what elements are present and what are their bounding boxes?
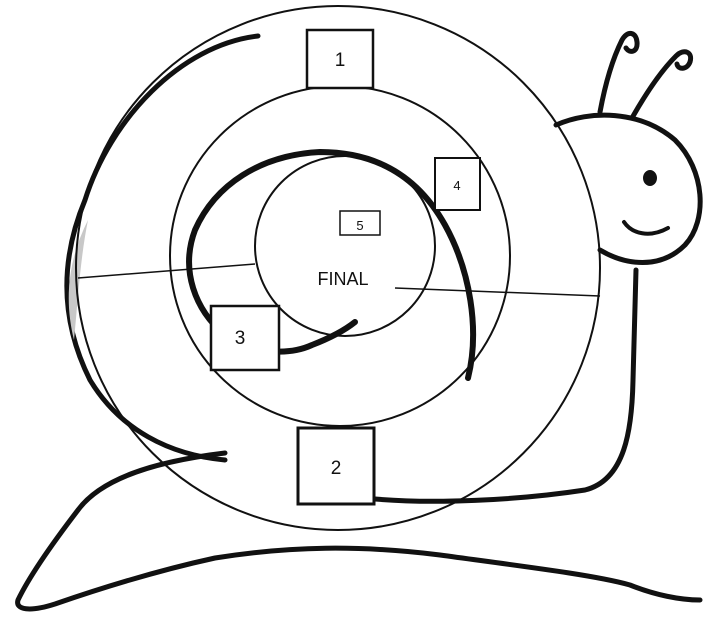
- box-1: 1: [307, 30, 373, 88]
- box-5: 5: [340, 211, 380, 235]
- snail-eye: [643, 170, 657, 186]
- box-5-label: 5: [356, 218, 363, 233]
- final-label: FINAL: [317, 269, 368, 289]
- box-3-label: 3: [235, 328, 246, 349]
- box-4: 4: [435, 158, 480, 210]
- box-2: 2: [298, 428, 374, 504]
- box-3: 3: [211, 306, 279, 370]
- box-2-label: 2: [331, 458, 342, 479]
- box-1-label: 1: [335, 50, 346, 71]
- box-4-label: 4: [453, 178, 460, 193]
